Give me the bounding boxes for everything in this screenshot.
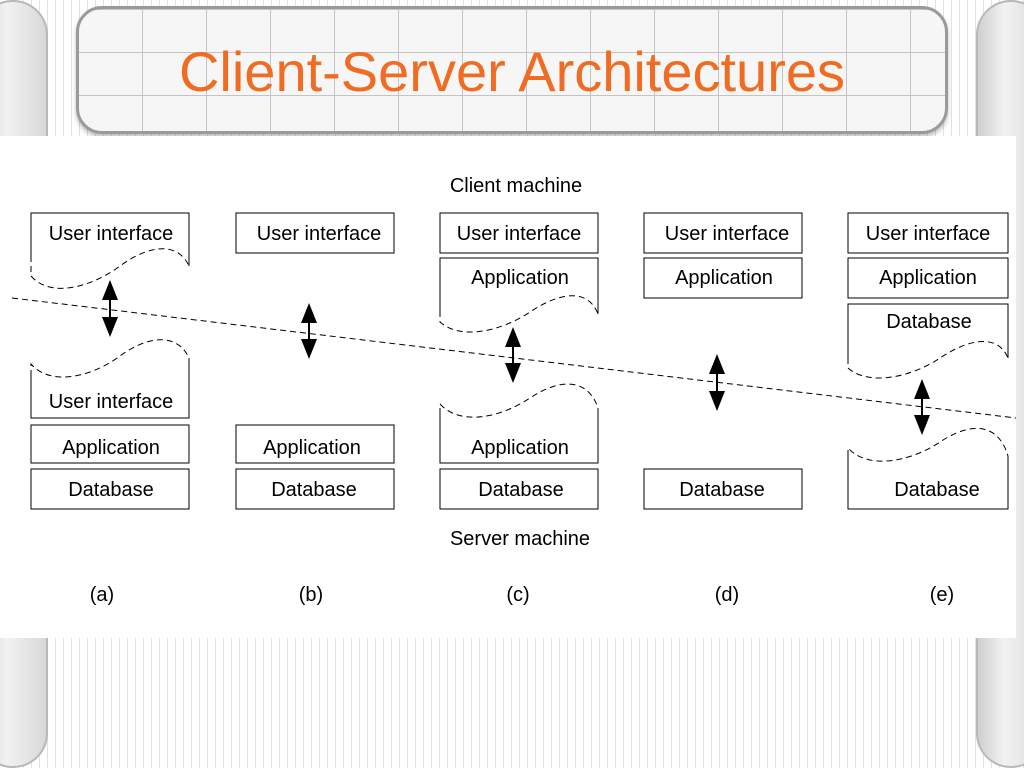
server-box — [235, 468, 395, 510]
client-box — [847, 257, 1009, 299]
client-box-label: User interface — [457, 223, 582, 245]
server-box-label: Database — [478, 479, 564, 501]
split-wave-bottom-a — [30, 339, 190, 378]
server-box — [439, 468, 599, 510]
client-box — [235, 212, 395, 254]
split-wave-bottom-e — [847, 427, 1009, 462]
connection-arrow-b — [301, 303, 317, 359]
client-box-label: Database — [886, 311, 972, 333]
client-box-label: User interface — [49, 223, 174, 245]
split-wave-top-a — [30, 248, 190, 289]
split-wave-top-c — [439, 295, 599, 333]
column-caption: (d) — [715, 584, 739, 606]
column-caption: (e) — [930, 584, 954, 606]
connection-arrow-d — [709, 354, 725, 411]
column-e: User interface Application Database Data… — [847, 212, 1009, 606]
client-box — [643, 212, 803, 254]
column-caption: (c) — [506, 584, 529, 606]
column-d: User interface Application Database (d) — [643, 212, 803, 606]
server-box-label: Application — [62, 437, 160, 459]
slide-title: Client-Server Architectures — [178, 40, 845, 103]
split-box-top-e — [847, 303, 1009, 358]
title-frame — [76, 6, 948, 134]
server-box-label: Database — [679, 479, 765, 501]
column-a: User interface User interface Applicatio… — [30, 212, 190, 606]
server-box — [643, 468, 803, 510]
split-box-top-a — [30, 212, 190, 266]
column-b: User interface Application Database (b) — [235, 212, 395, 606]
server-box — [30, 468, 190, 510]
client-machine-label: Client machine — [450, 175, 582, 197]
client-box — [439, 212, 599, 254]
client-box — [643, 257, 803, 299]
split-wave-top-e — [847, 341, 1009, 379]
connection-arrow-a — [102, 280, 118, 337]
client-box-label: Application — [879, 267, 977, 289]
column-c: User interface Application Application D… — [439, 212, 599, 606]
architecture-diagram: Client machine Server machine User inter… — [0, 136, 1016, 638]
split-wave-bottom-c — [439, 383, 599, 418]
client-box-label: User interface — [665, 223, 790, 245]
client-box-label: User interface — [257, 223, 382, 245]
client-box — [847, 212, 1009, 254]
split-box-bottom-c — [439, 408, 599, 464]
split-box-bottom-e — [847, 456, 1009, 510]
server-box — [235, 424, 395, 464]
client-box-label: Application — [675, 267, 773, 289]
connection-arrow-e — [914, 379, 930, 435]
connection-arrow-c — [505, 327, 521, 383]
server-machine-label: Server machine — [450, 528, 590, 550]
server-box-label: Database — [271, 479, 357, 501]
column-caption: (b) — [299, 584, 323, 606]
column-caption: (a) — [90, 584, 114, 606]
client-box-label: Application — [471, 267, 569, 289]
split-box-top-c — [439, 257, 599, 314]
diagram-canvas: Client machine Server machine User inter… — [11, 175, 1016, 606]
server-box-label: Database — [68, 479, 154, 501]
client-box-label: User interface — [866, 223, 991, 245]
server-box-label: Application — [263, 437, 361, 459]
server-box-label: Database — [894, 479, 980, 501]
server-box-label: User interface — [49, 391, 174, 413]
server-box — [30, 424, 190, 464]
split-box-bottom-a — [30, 358, 190, 419]
server-box-label: Application — [471, 437, 569, 459]
